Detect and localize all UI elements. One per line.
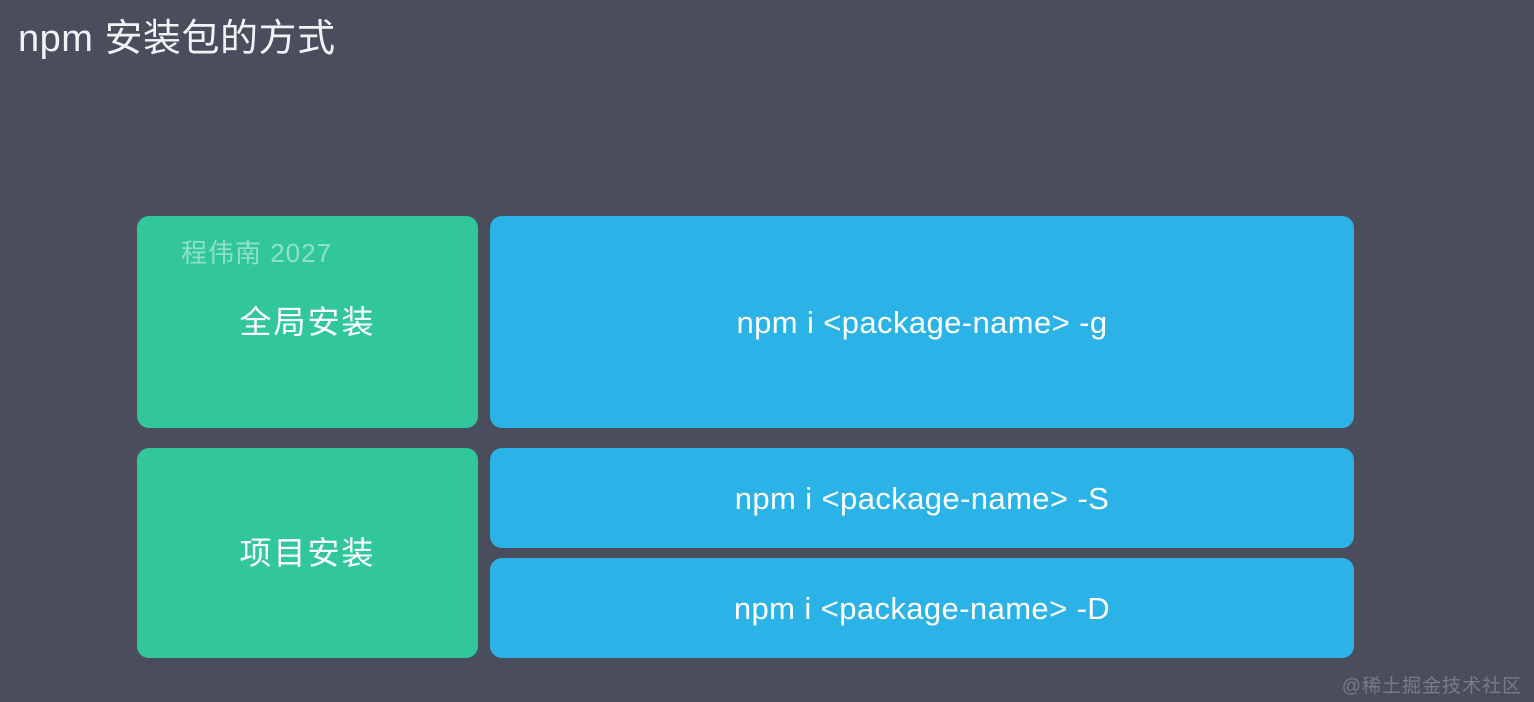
command-stack-project: npm i <package-name> -S npm i <package-n… <box>490 448 1354 658</box>
command-stack-global: npm i <package-name> -g <box>490 216 1354 428</box>
command-cell-project-s: npm i <package-name> -S <box>490 448 1354 548</box>
command-text-global-g: npm i <package-name> -g <box>736 304 1108 340</box>
page-title: npm 安装包的方式 <box>18 18 336 60</box>
row-project-install: 项目安装 npm i <package-name> -S npm i <pack… <box>137 448 1354 658</box>
author-watermark: 程伟南 2027 <box>181 238 333 268</box>
install-methods-diagram: 程伟南 2027 全局安装 npm i <package-name> -g 项目… <box>137 216 1354 658</box>
site-watermark: @稀土掘金技术社区 <box>1341 676 1522 697</box>
command-text-project-d: npm i <package-name> -D <box>733 590 1111 626</box>
label-cell-project-install: 项目安装 <box>137 448 478 658</box>
command-text-project-s: npm i <package-name> -S <box>734 480 1110 516</box>
label-text-project-install: 项目安装 <box>239 535 376 571</box>
label-cell-global-install: 程伟南 2027 全局安装 <box>137 216 478 428</box>
command-cell-global-g: npm i <package-name> -g <box>490 216 1354 428</box>
row-global-install: 程伟南 2027 全局安装 npm i <package-name> -g <box>137 216 1354 428</box>
label-text-global-install: 全局安装 <box>239 304 376 340</box>
command-cell-project-d: npm i <package-name> -D <box>490 558 1354 658</box>
